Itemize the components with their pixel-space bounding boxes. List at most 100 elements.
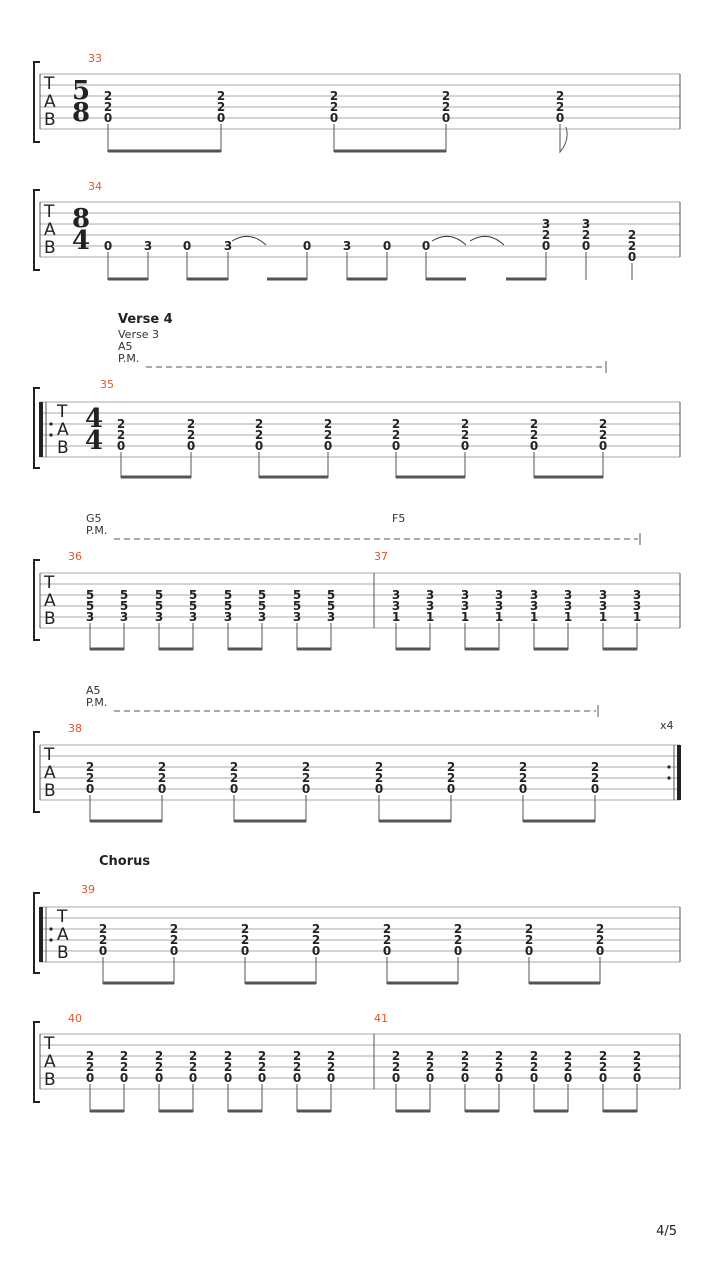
fret-number: 0 xyxy=(633,1071,641,1085)
fret-number: 0 xyxy=(530,439,538,453)
fret-number: 5 xyxy=(86,588,94,602)
note-column: 331 xyxy=(461,588,469,650)
system-bracket xyxy=(33,1021,40,1103)
repeat-count: x4 xyxy=(660,719,674,732)
note-column: 220 xyxy=(530,1049,538,1112)
staff-lines xyxy=(40,744,680,801)
fret-number: 2 xyxy=(302,771,310,785)
fret-number: 3 xyxy=(461,588,469,602)
system-bracket xyxy=(33,189,40,271)
svg-text:B: B xyxy=(57,438,69,458)
fret-number: 0 xyxy=(303,239,311,253)
note-column: 220 xyxy=(599,417,607,478)
svg-text:A: A xyxy=(44,591,56,611)
fret-number: 2 xyxy=(383,933,391,947)
note-column: 220 xyxy=(375,760,383,822)
note-column: 3 xyxy=(144,239,152,280)
note-column: 331 xyxy=(495,588,503,650)
note-column: 220 xyxy=(86,1049,94,1112)
note-column: 220 xyxy=(628,228,636,280)
note-column: 0 xyxy=(383,239,391,280)
note-column: 220 xyxy=(599,1049,607,1112)
tab-clef: TAB xyxy=(43,745,56,801)
note-column: 220 xyxy=(495,1049,503,1112)
fret-number: 2 xyxy=(530,417,538,431)
fret-number: 2 xyxy=(255,417,263,431)
measure-number: 34 xyxy=(88,180,102,193)
sub-section-label: Verse 3 xyxy=(118,328,159,341)
fret-number: 2 xyxy=(628,228,636,242)
fret-number: 3 xyxy=(155,610,163,624)
fret-number: 2 xyxy=(189,1060,197,1074)
fret-number: 2 xyxy=(330,100,338,114)
fret-number: 0 xyxy=(189,1071,197,1085)
fret-number: 0 xyxy=(599,439,607,453)
fret-number: 2 xyxy=(187,417,195,431)
fret-number: 0 xyxy=(519,782,527,796)
note-column: 220 xyxy=(217,89,225,152)
fret-number: 2 xyxy=(392,1049,400,1063)
staff-lines xyxy=(40,1033,680,1090)
note-column: 553 xyxy=(120,588,128,650)
note-column: 553 xyxy=(155,588,163,650)
fret-number: 0 xyxy=(86,782,94,796)
fret-number: 2 xyxy=(442,100,450,114)
fret-number: 2 xyxy=(599,417,607,431)
fret-number: 3 xyxy=(189,610,197,624)
fret-number: 3 xyxy=(495,588,503,602)
fret-number: 2 xyxy=(454,933,462,947)
fret-number: 2 xyxy=(324,417,332,431)
repeat-start xyxy=(39,907,53,962)
fret-number: 2 xyxy=(461,1060,469,1074)
fret-number: 1 xyxy=(495,610,503,624)
fret-number: 2 xyxy=(447,771,455,785)
svg-text:A: A xyxy=(44,1052,56,1072)
note-column: 553 xyxy=(293,588,301,650)
tab-clef: TAB xyxy=(43,573,56,629)
svg-text:T: T xyxy=(43,1034,55,1054)
note-column: 220 xyxy=(312,922,320,984)
svg-text:T: T xyxy=(56,907,68,927)
fret-number: 2 xyxy=(99,933,107,947)
fret-number: 1 xyxy=(530,610,538,624)
note-column: 220 xyxy=(189,1049,197,1112)
svg-text:A: A xyxy=(44,92,56,112)
palm-mute-label: P.M. xyxy=(86,696,107,709)
fret-number: 2 xyxy=(327,1049,335,1063)
system-bracket xyxy=(33,559,40,641)
note-column: 220 xyxy=(392,1049,400,1112)
chord-name: A5 xyxy=(118,340,133,353)
fret-number: 2 xyxy=(312,922,320,936)
fret-number: 1 xyxy=(392,610,400,624)
fret-number: 0 xyxy=(324,439,332,453)
fret-number: 0 xyxy=(530,1071,538,1085)
note-column: 331 xyxy=(564,588,572,650)
note-column: 220 xyxy=(155,1049,163,1112)
fret-number: 2 xyxy=(596,922,604,936)
tab-clef: TAB xyxy=(43,202,56,258)
fret-number: 0 xyxy=(230,782,238,796)
system-bracket xyxy=(33,387,40,469)
svg-text:A: A xyxy=(57,420,69,440)
fret-number: 2 xyxy=(258,1049,266,1063)
system-bracket xyxy=(33,731,40,813)
fret-number: 5 xyxy=(293,599,301,613)
tie xyxy=(469,235,505,246)
fret-number: 2 xyxy=(530,1049,538,1063)
fret-number: 2 xyxy=(224,1049,232,1063)
system-bracket xyxy=(33,61,40,143)
fret-number: 2 xyxy=(447,760,455,774)
staff-lines xyxy=(40,572,680,629)
fret-number: 0 xyxy=(461,439,469,453)
fret-number: 2 xyxy=(519,771,527,785)
fret-number: 2 xyxy=(293,1060,301,1074)
fret-number: 0 xyxy=(158,782,166,796)
fret-number: 2 xyxy=(426,1049,434,1063)
fret-number: 2 xyxy=(86,1049,94,1063)
fret-number: 0 xyxy=(104,239,112,253)
note-column: 220 xyxy=(525,922,533,984)
note-column: 220 xyxy=(99,922,107,984)
